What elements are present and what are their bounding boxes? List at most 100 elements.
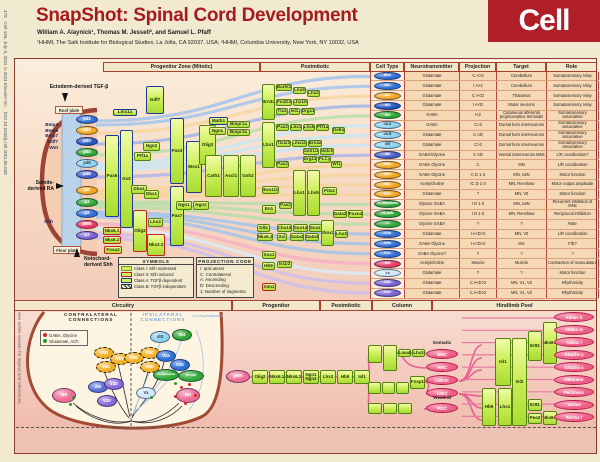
- gene-box: [383, 345, 397, 371]
- projection-cell: C>2: [460, 140, 497, 150]
- gene-box: Tlx1/3: [276, 140, 291, 147]
- gene-box: Lhx3: [412, 349, 425, 357]
- projection-cell: I D 1-3: [460, 199, 497, 209]
- neurotransmitter-cell: GABA Glycine?: [405, 249, 460, 259]
- gene-box: [396, 382, 409, 394]
- cell-type-oval: Vx: [374, 269, 401, 278]
- projection-cell: C: [460, 160, 497, 170]
- target-cell: Dorsal horn interneurons: [497, 120, 547, 130]
- role-cell: Somatosensory relay: [547, 71, 599, 81]
- gene-box: Lhx1/5: [293, 99, 308, 106]
- table-row: V2b GABA Glycine I A<D>2 INs F/E?: [371, 239, 599, 250]
- mn-branch-2: [368, 382, 409, 394]
- gene-box: Pax3: [170, 118, 184, 184]
- cell-type-oval: V0C: [374, 180, 401, 189]
- role-cell: Rate: [547, 219, 599, 229]
- projection-code-item: I: Ipsil ateral: [200, 265, 224, 271]
- neuron-oval: Vx: [136, 387, 156, 399]
- table-row: V0V GABA Glycine C D 1-3 MN, IaIN Motor …: [371, 170, 599, 181]
- cell-type-oval: V0V: [374, 170, 401, 179]
- gene-box: [368, 345, 382, 363]
- page-title: SnapShot: Spinal Cord Development: [36, 5, 358, 26]
- projection-cell: I A<D>2: [460, 229, 497, 239]
- gene-box: Hb9: [482, 388, 496, 426]
- table-row: Vx Glutamate ? ? Motor function: [371, 269, 599, 279]
- cell-logo-text: Cell: [518, 4, 570, 37]
- role-cell: Contraction of musculature: [547, 259, 599, 268]
- column-header: Neurotransmitter: [404, 62, 459, 72]
- target-cell: Muscle: [497, 259, 547, 268]
- neurotransmitter-cell: GABA Glycine: [405, 170, 460, 180]
- table-row: dI2 Glutamate C A<D Thalamus Somatosenso…: [371, 91, 599, 102]
- gene-box: Hb9: [262, 262, 275, 270]
- gene-box: Lhx3: [148, 218, 163, 227]
- cell-type-cell: V2b: [371, 239, 405, 249]
- cell-type-cell: V3D: [371, 278, 405, 288]
- class-swatch-icon: [121, 272, 132, 277]
- target-cell: ?: [497, 219, 547, 229]
- cell-type-oval: dI2: [374, 91, 401, 100]
- gene-box: Lhx1: [290, 124, 302, 131]
- right-arrow-icon: [56, 183, 64, 189]
- table-row: V3D Glutamate C A<D>2 MN, V1, V2 Rhythmi…: [371, 278, 599, 289]
- neuron-oval: MN: [176, 388, 200, 403]
- somatic-label: Somatic: [432, 341, 452, 346]
- role-cell: Rhythmicity: [547, 288, 599, 298]
- gene-box: Pax2: [276, 124, 289, 131]
- role-cell: L/R coordination?: [547, 150, 599, 160]
- role-cell: ?: [547, 249, 599, 259]
- gene-box: Ptf1a: [316, 124, 329, 131]
- cell-type-cell: V2a: [371, 229, 405, 239]
- table-row: V0D GABA Glycine C MN L/R coordination: [371, 160, 599, 171]
- projection-cell: C A>2: [460, 71, 497, 81]
- target-cell: MN, V0: [497, 229, 547, 239]
- progenitor-oval: pd6: [76, 170, 98, 179]
- target-cell: MN, V1, V2: [497, 278, 547, 288]
- motor-column-oval: PGC: [426, 403, 458, 413]
- cell-type-cell: dI2: [371, 91, 405, 101]
- neurotransmitter-cell: Glutamate: [405, 269, 460, 278]
- projection-cell: C>2: [460, 120, 497, 130]
- cell-type-oval: V1 Renshaw: [374, 200, 401, 209]
- gene-box: Ngn2: [193, 201, 209, 210]
- table-row: dI3 Glutamate I A<D Motor neurons Somato…: [371, 101, 599, 111]
- gene-box: Ngn1: [209, 127, 226, 135]
- neuron-oval: V0G: [140, 361, 160, 373]
- roof-plate-label: Roof plate: [55, 106, 83, 114]
- target-cell: Dorsal horn interneurons: [497, 130, 547, 140]
- gene-box: Sox14: [293, 224, 308, 232]
- projection-cell: C AD: [460, 130, 497, 140]
- gene-box: Msx1: [186, 141, 202, 193]
- target-cell: ?: [497, 249, 547, 259]
- floor-plate-label: Floor plate: [53, 246, 81, 254]
- motor-column-oval: LMCm: [426, 375, 458, 385]
- cell-type-cell: dILB: [371, 130, 405, 140]
- projection-code-title: PROJECTION CODE: [197, 258, 253, 265]
- shh-factor-label: Shh: [44, 220, 54, 225]
- gene-box: Pax2: [279, 202, 292, 209]
- progenitor-oval: p3: [76, 231, 98, 240]
- role-cell: Motor function: [547, 269, 599, 278]
- motor-column-oval: LMCl: [426, 388, 458, 398]
- gene-box: Drg11: [303, 156, 317, 163]
- role-cell: Recurrent inhibition of MNs: [547, 199, 599, 209]
- role-cell: Somatosensory relay: [547, 81, 599, 91]
- gene-box: Ngn1: [176, 201, 192, 210]
- journal-sidebar-text: 178 Cell 146, July 8, 2011 ©2011 Elsevie…: [3, 10, 8, 175]
- gene-box: Sim1: [262, 283, 276, 291]
- progenitor-oval: pd3: [76, 137, 98, 146]
- see-online-note: See online version for legend and refere…: [17, 312, 22, 405]
- section-header: Circuitry: [14, 300, 232, 311]
- section-header: Progenitor: [232, 300, 320, 311]
- muscle-pool-oval: Rectus f: [554, 412, 594, 422]
- gene-box: Pax7: [170, 186, 184, 246]
- gene-box: Lhx9: [293, 87, 306, 94]
- target-cell: Thalamus: [497, 91, 547, 101]
- table-row: V2a Glutamate I A<D>2 MN, V0 L/R coordin…: [371, 229, 599, 240]
- muscle-pool-oval: Gracilis a: [554, 362, 594, 372]
- gene-box: Shox2: [321, 220, 334, 246]
- visceral-label: Visceral: [432, 396, 452, 401]
- muscle-pool-oval: Adduc m: [554, 324, 594, 335]
